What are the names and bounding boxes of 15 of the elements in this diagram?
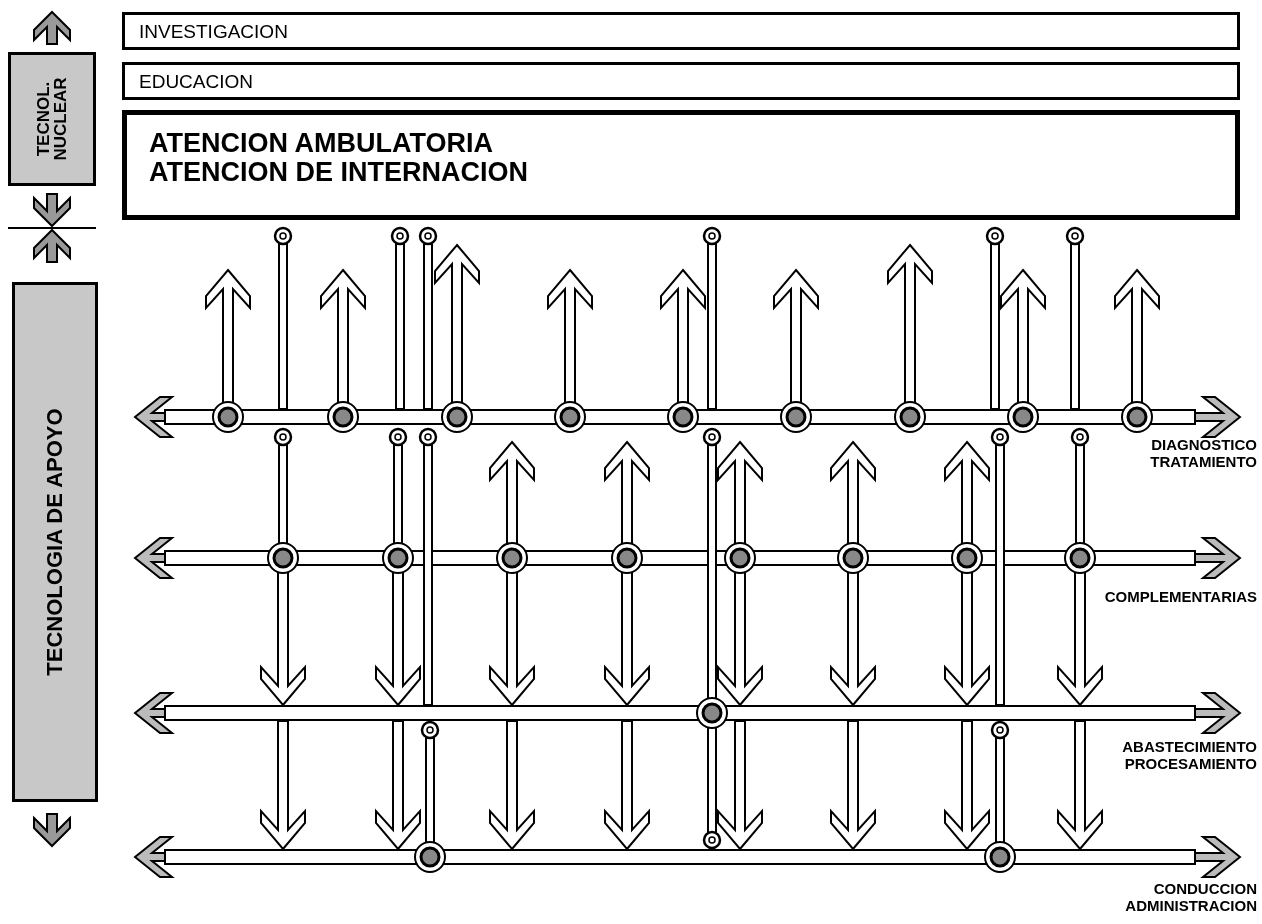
section-box xyxy=(122,62,1240,100)
band-label: COMPLEMENTARIAS xyxy=(1103,588,1257,605)
box-label: EDUCACION xyxy=(139,71,253,93)
section-box xyxy=(122,110,1240,220)
box-label: ATENCION AMBULATORIA xyxy=(149,129,493,157)
box-label: INVESTIGACION xyxy=(139,21,288,43)
side-box xyxy=(12,282,98,802)
box-label: TECNOLOGIA DE APOYO xyxy=(44,407,66,678)
section-box xyxy=(122,12,1240,50)
side-box xyxy=(8,52,96,186)
band-label: CONDUCCION ADMINISTRACION xyxy=(1124,880,1257,914)
band-label: ABASTECIMIENTO PROCESAMIENTO xyxy=(1121,738,1257,772)
box-label: ATENCION DE INTERNACION xyxy=(149,158,528,186)
band-label: DIAGNOSTICO TRATAMIENTO xyxy=(1149,436,1257,470)
box-label: TECNOL. NUCLEAR xyxy=(35,76,69,163)
